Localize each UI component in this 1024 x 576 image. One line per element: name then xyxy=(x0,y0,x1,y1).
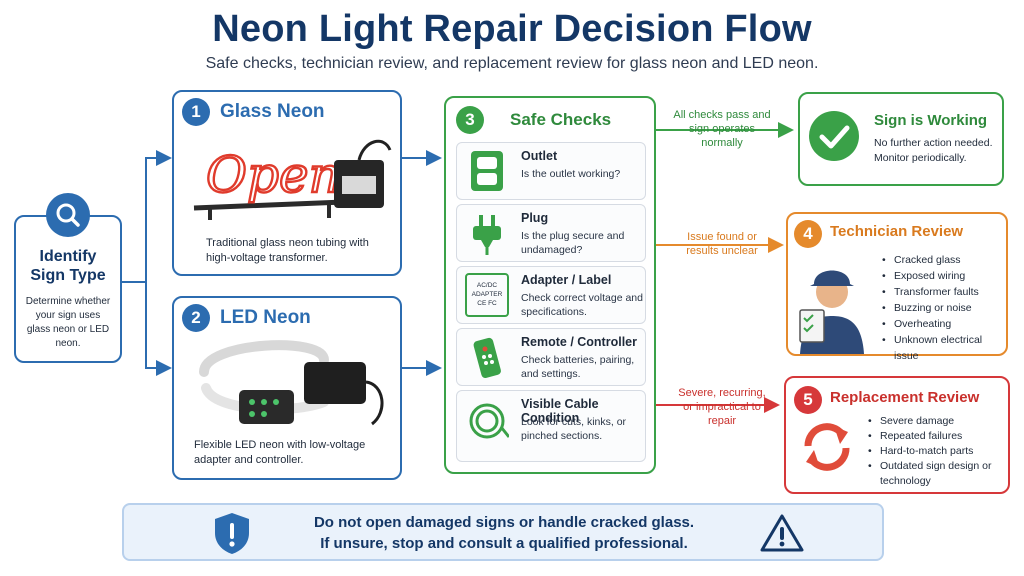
connector-identify-to-types xyxy=(122,150,172,376)
sign-working-desc: No further action needed.Monitor periodi… xyxy=(874,137,993,164)
list-item: Buzzing or noise xyxy=(882,300,1006,316)
page-title: Neon Light Repair Decision Flow xyxy=(212,8,812,50)
glass-neon-card: 1 Glass Neon Open Traditional glass neon… xyxy=(172,90,402,276)
led-neon-title: LED Neon xyxy=(220,307,311,328)
replacement-reason-list: Severe damage Repeated failures Hard-to-… xyxy=(868,414,1006,489)
neon-open-text: Open xyxy=(206,146,341,204)
cable-coil-icon xyxy=(469,403,509,439)
safe-checks-title: Safe Checks xyxy=(510,110,612,129)
sign-working-card: Sign is Working No further action needed… xyxy=(798,92,1004,186)
step-number-3: 3 xyxy=(456,106,484,134)
list-item: Exposed wiring xyxy=(882,268,1006,284)
list-item: Repeated failures xyxy=(868,429,1006,444)
technician-icon xyxy=(799,270,864,354)
list-item: Overheating xyxy=(882,316,1006,332)
check-remote: Remote / Controller Check batteries, pai… xyxy=(456,328,646,386)
led-neon-strip-image xyxy=(199,340,384,426)
label-all-checks-pass: All checks pass and sign operates normal… xyxy=(673,109,771,149)
list-item: Transformer faults xyxy=(882,284,1006,300)
sign-working-title: Sign is Working xyxy=(874,112,988,129)
list-item: Outdated sign design or technology xyxy=(868,459,1006,489)
led-neon-card: 2 LED Neon Flexible LED neon with low-vo… xyxy=(172,296,402,480)
glass-neon-sign-image: Open xyxy=(193,139,392,220)
list-item: Severe damage xyxy=(868,414,1006,429)
replacement-review-card: 5 Replacement Review Severe damage Repea… xyxy=(784,376,1010,494)
replacement-title: Replacement Review xyxy=(830,389,980,406)
technician-review-card: 4 Technician Review Cracked glass Expose… xyxy=(786,212,1008,362)
warning-banner: Do not open damaged signs or handle crac… xyxy=(122,503,884,561)
check-cable: Visible Cable Condition Look for cuts, k… xyxy=(456,390,646,462)
check-outlet: Outlet Is the outlet working? xyxy=(456,142,646,200)
outlet-icon xyxy=(471,151,503,191)
check-adapter: AC/DC ADAPTER CE FC Adapter / Label Chec… xyxy=(456,266,646,324)
warning-text: Do not open damaged signs or handle crac… xyxy=(313,514,695,552)
led-neon-desc: Flexible LED neon with low-voltage adapt… xyxy=(194,439,366,466)
list-item: Cracked glass xyxy=(882,252,1006,268)
safe-checks-panel: 3 Safe Checks Outlet Is the outlet worki… xyxy=(444,96,656,474)
shield-icon xyxy=(215,513,249,554)
warning-triangle-icon xyxy=(760,514,804,552)
technician-issue-list: Cracked glass Exposed wiring Transformer… xyxy=(882,252,1006,364)
step-number-1: 1 xyxy=(182,98,210,126)
magnifier-icon xyxy=(46,193,90,237)
page-subtitle: Safe checks, technician review, and repl… xyxy=(205,55,819,72)
checkmark-icon xyxy=(809,111,859,161)
step-number-2: 2 xyxy=(182,304,210,332)
list-item: Unknown electrical issue xyxy=(882,332,1006,364)
remote-icon xyxy=(473,337,501,379)
step-number-4: 4 xyxy=(794,220,822,248)
check-plug: Plug Is the plug secure and undamaged? xyxy=(456,204,646,262)
technician-title: Technician Review xyxy=(830,223,964,240)
adapter-label-icon: AC/DC ADAPTER CE FC xyxy=(465,273,509,317)
glass-neon-title: Glass Neon xyxy=(220,101,325,122)
label-severe: Severe, recurring, or impractical to rep… xyxy=(678,387,766,427)
step-number-5: 5 xyxy=(794,386,822,414)
plug-icon xyxy=(473,215,501,255)
list-item: Hard-to-match parts xyxy=(868,444,1006,459)
label-issue-found: Issue found or results unclear xyxy=(686,231,758,257)
glass-neon-desc: Traditional glass neon tubing with high-… xyxy=(206,237,369,264)
identify-desc: Determine whether your sign uses glass n… xyxy=(25,296,111,349)
refresh-cycle-icon xyxy=(804,423,850,471)
